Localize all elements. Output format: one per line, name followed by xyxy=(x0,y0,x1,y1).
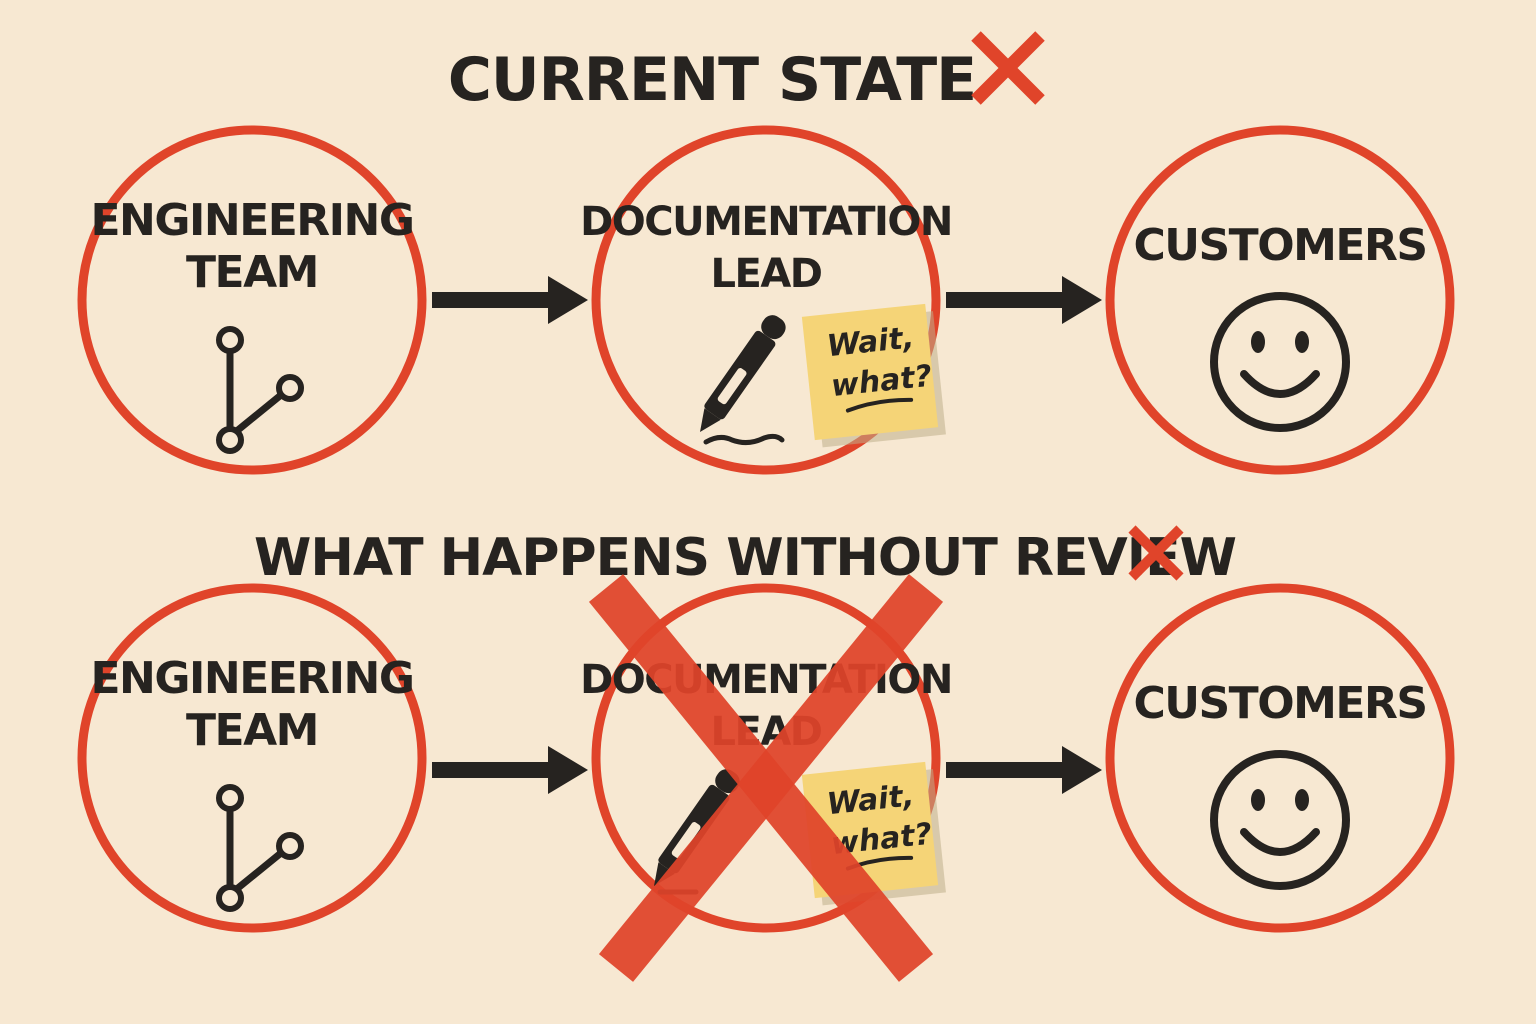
node-label: CUSTOMERS xyxy=(1133,678,1426,729)
pen-icon xyxy=(700,315,786,446)
arrow-right-icon xyxy=(432,276,588,324)
node-label: DOCUMENTATION xyxy=(580,199,952,245)
smiley-face-icon xyxy=(1210,292,1350,432)
node-circle xyxy=(591,583,941,933)
x-mark-icon xyxy=(971,31,1045,105)
node-label: ENGINEERING xyxy=(91,195,414,246)
node-circle xyxy=(77,125,427,475)
section-title-without-review: WHAT HAPPENS WITHOUT REVIEW xyxy=(254,528,1236,588)
node-circle xyxy=(591,125,941,475)
node-label: LEAD xyxy=(711,251,822,297)
section-title-current-state: CURRENT STATE xyxy=(448,45,976,115)
node-label: ENGINEERING xyxy=(91,653,414,704)
node-label: TEAM xyxy=(186,705,318,756)
cross-out-x-mark-icon xyxy=(588,574,944,982)
node-circle xyxy=(1105,125,1455,475)
node-circle xyxy=(77,583,427,933)
git-branch-icon xyxy=(216,784,304,912)
node-label: TEAM xyxy=(186,247,318,298)
x-mark-icon xyxy=(1128,525,1184,581)
git-branch-icon xyxy=(216,326,304,454)
smiley-face-icon xyxy=(1210,750,1350,890)
node-label: CUSTOMERS xyxy=(1133,220,1426,271)
arrow-right-icon xyxy=(946,746,1102,794)
node-label: DOCUMENTATION xyxy=(580,657,952,703)
arrow-right-icon xyxy=(432,746,588,794)
node-circle xyxy=(1105,583,1455,933)
sticky-note: Wait,what? xyxy=(801,303,946,448)
arrow-right-icon xyxy=(946,276,1102,324)
